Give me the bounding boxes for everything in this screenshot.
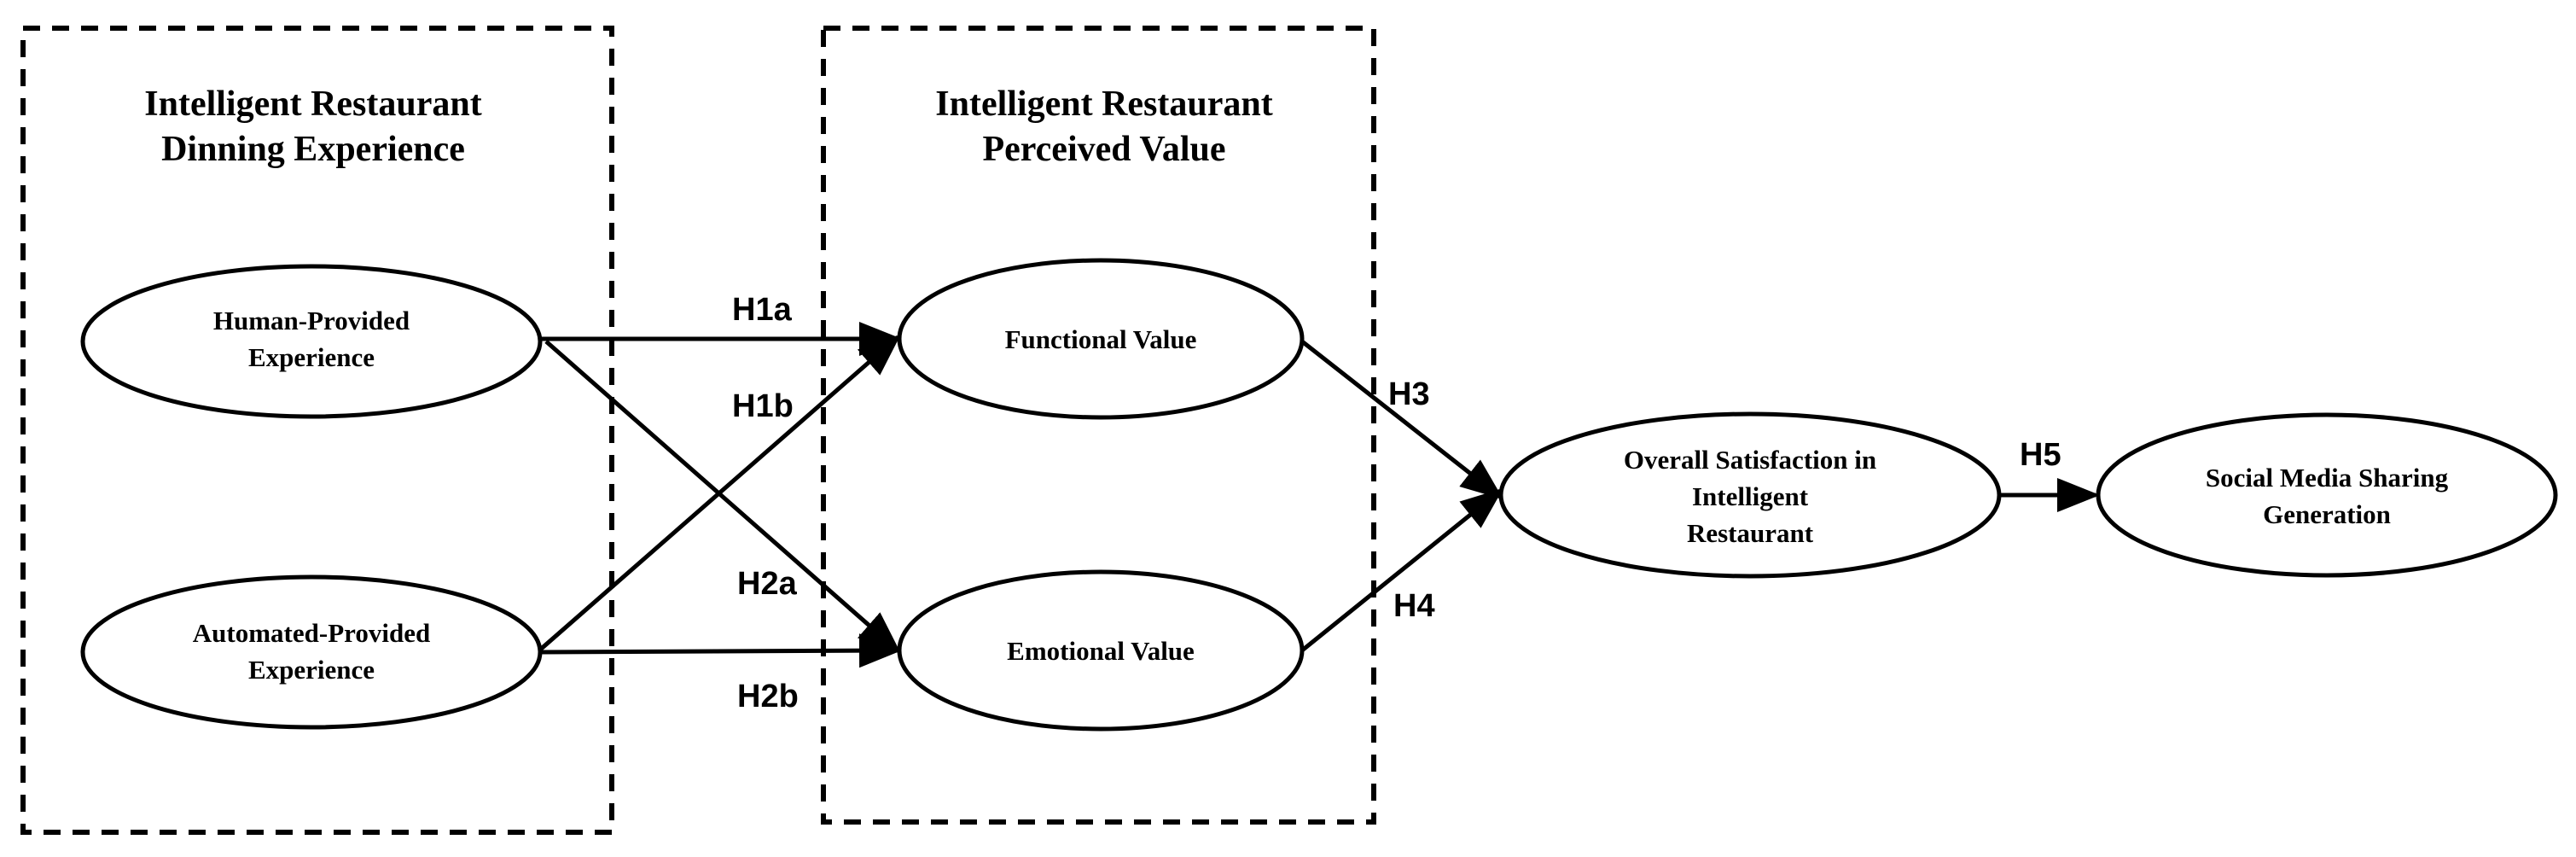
perceived-value-group-title-line2: Perceived Value	[982, 130, 1225, 169]
perceived-value-group-title-line1: Intelligent Restaurant	[935, 85, 1272, 124]
emotional-value-node	[897, 569, 1305, 732]
social-media-label-line2: Generation	[2263, 499, 2391, 529]
hypothesis-h1a-label: H1a	[732, 292, 793, 328]
edge-h2a	[544, 340, 901, 654]
social-media-label-line1: Social Media Sharing	[2206, 463, 2449, 493]
hypothesis-h3-label: H3	[1388, 376, 1430, 412]
edge-h3	[1300, 340, 1503, 500]
hypothesis-h2a-label: H2a	[737, 566, 798, 602]
social-media-sharing-node	[2096, 412, 2558, 578]
emotional-value-label: Emotional Value	[1007, 636, 1195, 666]
functional-value-node	[897, 258, 1305, 420]
experience-group-title-line2: Dinning Experience	[161, 130, 465, 169]
edge-h2b	[541, 633, 902, 668]
overall-satisfaction-label-line2: Intelligent	[1692, 481, 1809, 511]
functional-value-label: Functional Value	[1005, 324, 1197, 354]
overall-satisfaction-label-line1: Overall Satisfaction in	[1624, 445, 1876, 475]
hypothesis-h4-label: H4	[1393, 588, 1435, 624]
hypothesis-h1b-label: H1b	[732, 388, 794, 424]
experience-group-box	[20, 26, 614, 835]
hypothesis-h2b-label: H2b	[737, 679, 799, 714]
edge-h4	[1300, 487, 1503, 652]
human-provided-label-line2: Experience	[248, 342, 375, 372]
automated-provided-label-line2: Experience	[248, 655, 375, 685]
human-provided-experience-node	[80, 264, 543, 419]
overall-satisfaction-node	[1498, 411, 2002, 579]
experience-group-title-line1: Intelligent Restaurant	[144, 85, 481, 124]
hypothesis-h5-label: H5	[2020, 437, 2061, 473]
perceived-value-group-box	[821, 26, 1376, 825]
automated-provided-experience-node	[80, 574, 543, 730]
automated-provided-label-line1: Automated-Provided	[193, 618, 430, 648]
overall-satisfaction-label-line3: Restaurant	[1687, 518, 1814, 548]
human-provided-label-line1: Human-Provided	[213, 306, 410, 335]
